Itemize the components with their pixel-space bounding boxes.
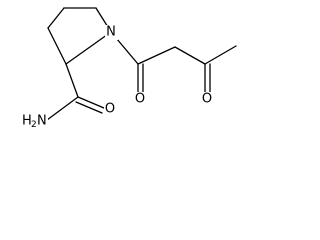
bond-amide-co-b (75, 101, 103, 114)
atom-label-amide-oxygen: O (104, 102, 117, 117)
acetoacetyl-chain (110, 31, 237, 93)
atom-label-ring-nitrogen: N (105, 25, 118, 40)
atom-label-amine: H 2 N (20, 113, 48, 130)
chemical-structure: N O O O H 2 N (20, 7, 237, 130)
acyl-oxygen-label: O (135, 92, 145, 107)
bond-amide-co-a (77, 96, 105, 109)
amine-hydrogen-count: 2 (31, 120, 37, 130)
amine-nitrogen-label: N (37, 114, 47, 129)
bond-c2-amide-c (65, 63, 79, 98)
amine-hydrogen-label: H (22, 114, 32, 129)
atom-label-ketone-oxygen: O (201, 92, 214, 107)
bond-ring-c3-c4 (47, 7, 65, 29)
bond-amide-c-n (46, 96, 79, 121)
amide-oxygen-label: O (105, 102, 115, 117)
bond-ring-c2-c3 (47, 27, 67, 65)
bond-acyl-ch2 (137, 46, 176, 65)
atom-label-acyl-oxygen: O (134, 92, 147, 107)
bond-ch2-ketone-c (174, 46, 206, 65)
bond-ketone-ch3 (204, 45, 237, 65)
ring-nitrogen-label: N (106, 25, 116, 40)
ketone-oxygen-label: O (202, 92, 212, 107)
carboxamide-group (46, 63, 105, 121)
bond-ring-n1-c2 (65, 31, 112, 65)
pyrrolidine-ring (47, 7, 112, 65)
